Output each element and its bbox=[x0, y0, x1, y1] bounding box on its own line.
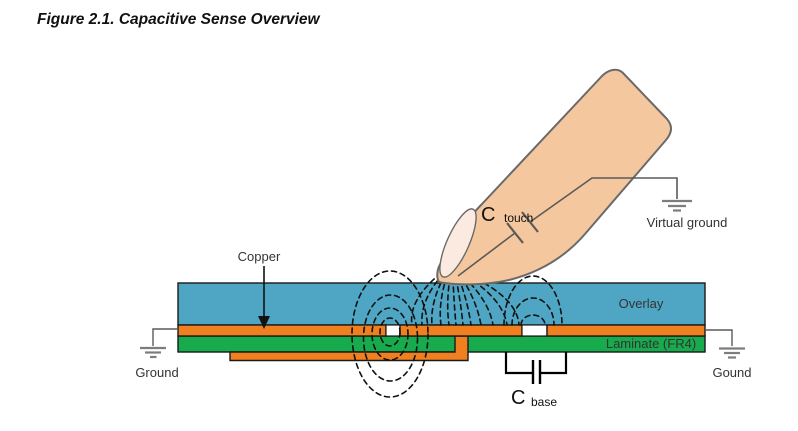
field-arc bbox=[511, 297, 555, 326]
ground-icon bbox=[140, 346, 166, 359]
laminate-label: Laminate (FR4) bbox=[606, 336, 696, 351]
ground-icon bbox=[662, 199, 692, 212]
copper-label: Copper bbox=[238, 249, 281, 264]
c-touch-label: C touch bbox=[481, 204, 533, 226]
figure-title: Figure 2.1. Capacitive Sense Overview bbox=[37, 11, 321, 28]
c-base-label: C base bbox=[511, 387, 557, 409]
c-touch-wire-upper bbox=[529, 177, 678, 223]
field-line bbox=[465, 275, 508, 326]
field-loop bbox=[371, 307, 409, 361]
ground-left: Ground bbox=[135, 328, 179, 380]
ground-left-wire bbox=[152, 328, 178, 346]
ground-right-label: Gound bbox=[712, 365, 751, 380]
copper-gap-left bbox=[385, 324, 401, 337]
c-touch-wire-lower bbox=[457, 232, 516, 277]
field-loop bbox=[379, 317, 401, 347]
ground-left-label: Ground bbox=[135, 365, 178, 380]
copper-gap-right bbox=[521, 324, 548, 337]
copper-callout: Copper bbox=[238, 249, 281, 329]
copper-sense-electrode bbox=[399, 324, 523, 337]
field-line bbox=[410, 272, 442, 326]
c-base-bracket bbox=[504, 352, 568, 375]
field-loop bbox=[362, 294, 419, 382]
c-base-capacitor: C base bbox=[504, 352, 568, 409]
finger-shape bbox=[436, 68, 672, 286]
field-arc bbox=[503, 275, 563, 326]
ground-right-wire bbox=[705, 329, 733, 346]
capacitor-icon bbox=[506, 211, 539, 244]
capacitor-icon bbox=[531, 360, 542, 384]
field-loop bbox=[351, 270, 429, 398]
copper-strip-left bbox=[177, 324, 387, 337]
ground-icon bbox=[719, 347, 745, 359]
virtual-ground-label: Virtual ground bbox=[647, 215, 728, 230]
overlay-label: Overlay bbox=[619, 296, 664, 311]
field-arc bbox=[520, 314, 546, 326]
finger: C touch bbox=[436, 68, 678, 286]
copper-strip-right bbox=[546, 324, 706, 337]
ground-right: Gound bbox=[705, 329, 752, 380]
fingernail bbox=[439, 208, 477, 278]
virtual-ground: Virtual ground bbox=[647, 199, 728, 230]
